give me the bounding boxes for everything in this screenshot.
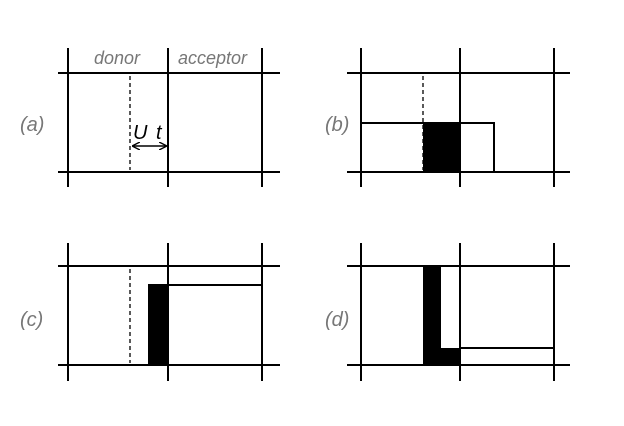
panel-b: (b) — [325, 48, 570, 187]
panel-d: (d) — [325, 243, 570, 381]
panel-d-label: (d) — [325, 309, 349, 331]
velocity-label: U — [133, 122, 148, 144]
panel-c: (c) — [20, 243, 280, 381]
panel-a-grid — [58, 48, 280, 187]
panel-d-flux-block — [423, 266, 460, 365]
panel-c-volume-outline — [168, 285, 262, 365]
panel-b-label: (b) — [325, 114, 349, 136]
time-label: t — [156, 122, 163, 144]
panel-d-volume-outline — [459, 347, 555, 366]
panel-c-flux-block — [148, 285, 168, 365]
panel-c-grid — [58, 243, 280, 381]
acceptor-label: acceptor — [178, 48, 248, 68]
panel-a-label: (a) — [20, 114, 44, 136]
panel-b-flux-block — [423, 123, 460, 172]
donor-label: donor — [94, 48, 141, 68]
panel-c-label: (c) — [20, 309, 43, 331]
panel-a: donor acceptor (a) U t — [20, 48, 280, 187]
